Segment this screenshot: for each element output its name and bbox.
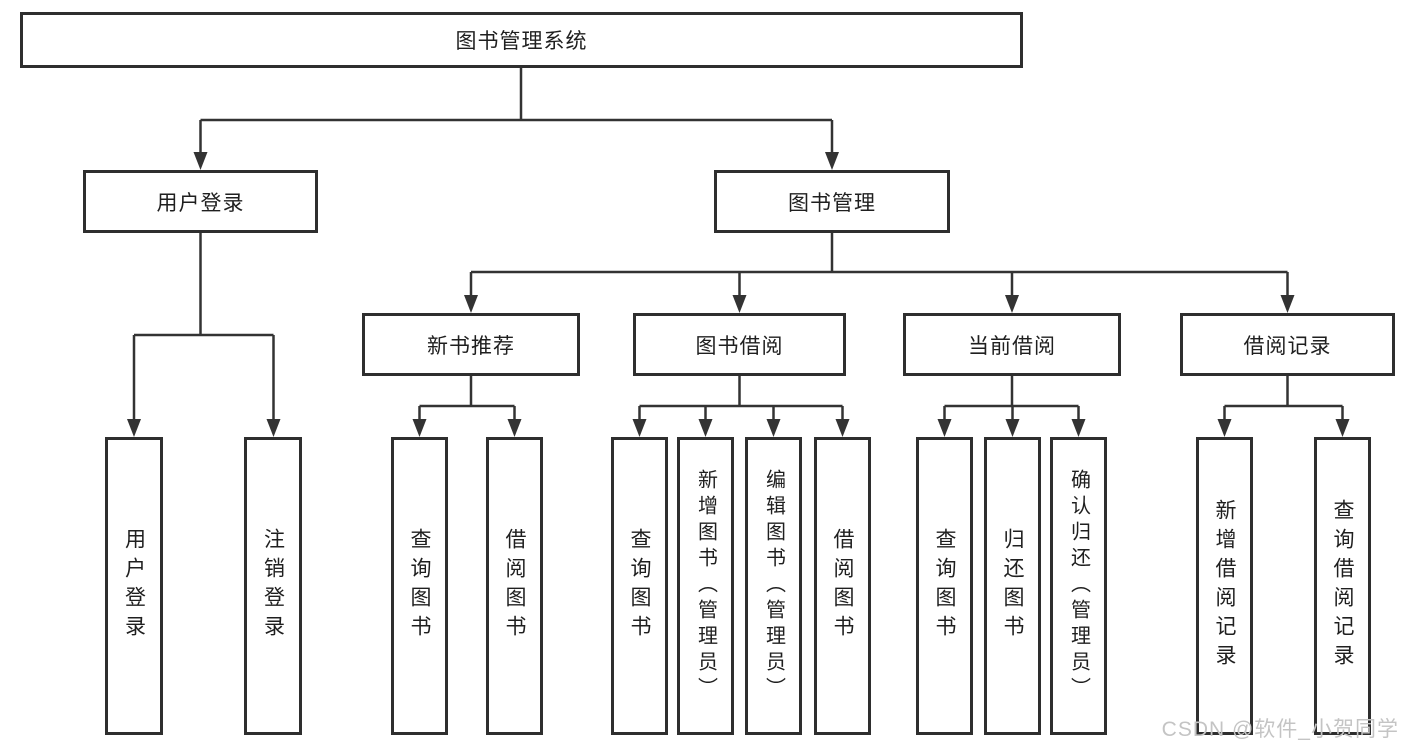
node-book-management-label: 图书管理 [788, 191, 876, 215]
leaf-user-login: 用户登录 [105, 437, 163, 735]
node-new-book-recommend-label: 新书推荐 [427, 334, 515, 358]
node-current-borrow: 当前借阅 [903, 313, 1121, 376]
leaf-query-books-3: 查询图书 [916, 437, 973, 735]
node-book-borrow: 图书借阅 [633, 313, 846, 376]
node-root: 图书管理系统 [20, 12, 1023, 68]
leaf-borrow-books-1-label: 借阅图书 [503, 528, 526, 644]
connector-current-borrow-branch [943, 376, 1080, 423]
arrowheads [127, 152, 1350, 437]
node-root-label: 图书管理系统 [455, 30, 588, 53]
leaf-borrow-books-2: 借阅图书 [814, 437, 871, 735]
node-user-login-label: 用户登录 [156, 191, 245, 215]
connector-borrow-records-branch [1223, 376, 1344, 423]
leaf-query-books-1-label: 查询图书 [408, 528, 431, 644]
leaf-query-books-3-label: 查询图书 [933, 528, 956, 644]
connector-book-borrow-branch [638, 376, 844, 423]
leaf-query-books-2-label: 查询图书 [628, 528, 651, 644]
leaf-return-book-label: 归还图书 [1001, 528, 1024, 644]
leaf-borrow-books-1: 借阅图书 [486, 437, 543, 735]
watermark: CSDN @软件_小贺同学 [1161, 718, 1399, 741]
leaf-add-book-admin-label: 新增图书（管理员） [694, 469, 717, 703]
node-book-borrow-label: 图书借阅 [695, 334, 784, 358]
leaf-confirm-return-admin-label: 确认归还（管理员） [1067, 469, 1090, 703]
leaf-confirm-return-admin: 确认归还（管理员） [1050, 437, 1107, 735]
node-current-borrow-label: 当前借阅 [968, 334, 1056, 358]
leaf-query-books-2: 查询图书 [611, 437, 668, 735]
connector-new-book-branch [418, 376, 516, 423]
node-borrow-records-label: 借阅记录 [1243, 334, 1332, 358]
leaf-return-book: 归还图书 [984, 437, 1041, 735]
leaf-user-login-label: 用户登录 [122, 528, 146, 644]
leaf-add-borrow-record-label: 新增借阅记录 [1213, 499, 1236, 673]
leaf-logout: 注销登录 [244, 437, 302, 735]
node-book-management: 图书管理 [714, 170, 950, 233]
node-user-login: 用户登录 [83, 170, 318, 233]
leaf-query-borrow-record: 查询借阅记录 [1314, 437, 1371, 735]
node-borrow-records: 借阅记录 [1180, 313, 1395, 376]
node-new-book-recommend: 新书推荐 [362, 313, 580, 376]
leaf-add-book-admin: 新增图书（管理员） [677, 437, 734, 735]
connector-book-mgmt-branch [469, 233, 1289, 299]
leaf-edit-book-admin: 编辑图书（管理员） [745, 437, 802, 735]
leaf-query-books-1: 查询图书 [391, 437, 448, 735]
connector-root-to-level2 [199, 68, 834, 156]
leaf-edit-book-admin-label: 编辑图书（管理员） [762, 469, 785, 703]
leaf-query-borrow-record-label: 查询借阅记录 [1331, 499, 1354, 673]
leaf-add-borrow-record: 新增借阅记录 [1196, 437, 1253, 735]
leaf-borrow-books-2-label: 借阅图书 [831, 528, 854, 644]
leaf-logout-label: 注销登录 [261, 528, 285, 644]
connector-user-login-branch [132, 233, 275, 423]
